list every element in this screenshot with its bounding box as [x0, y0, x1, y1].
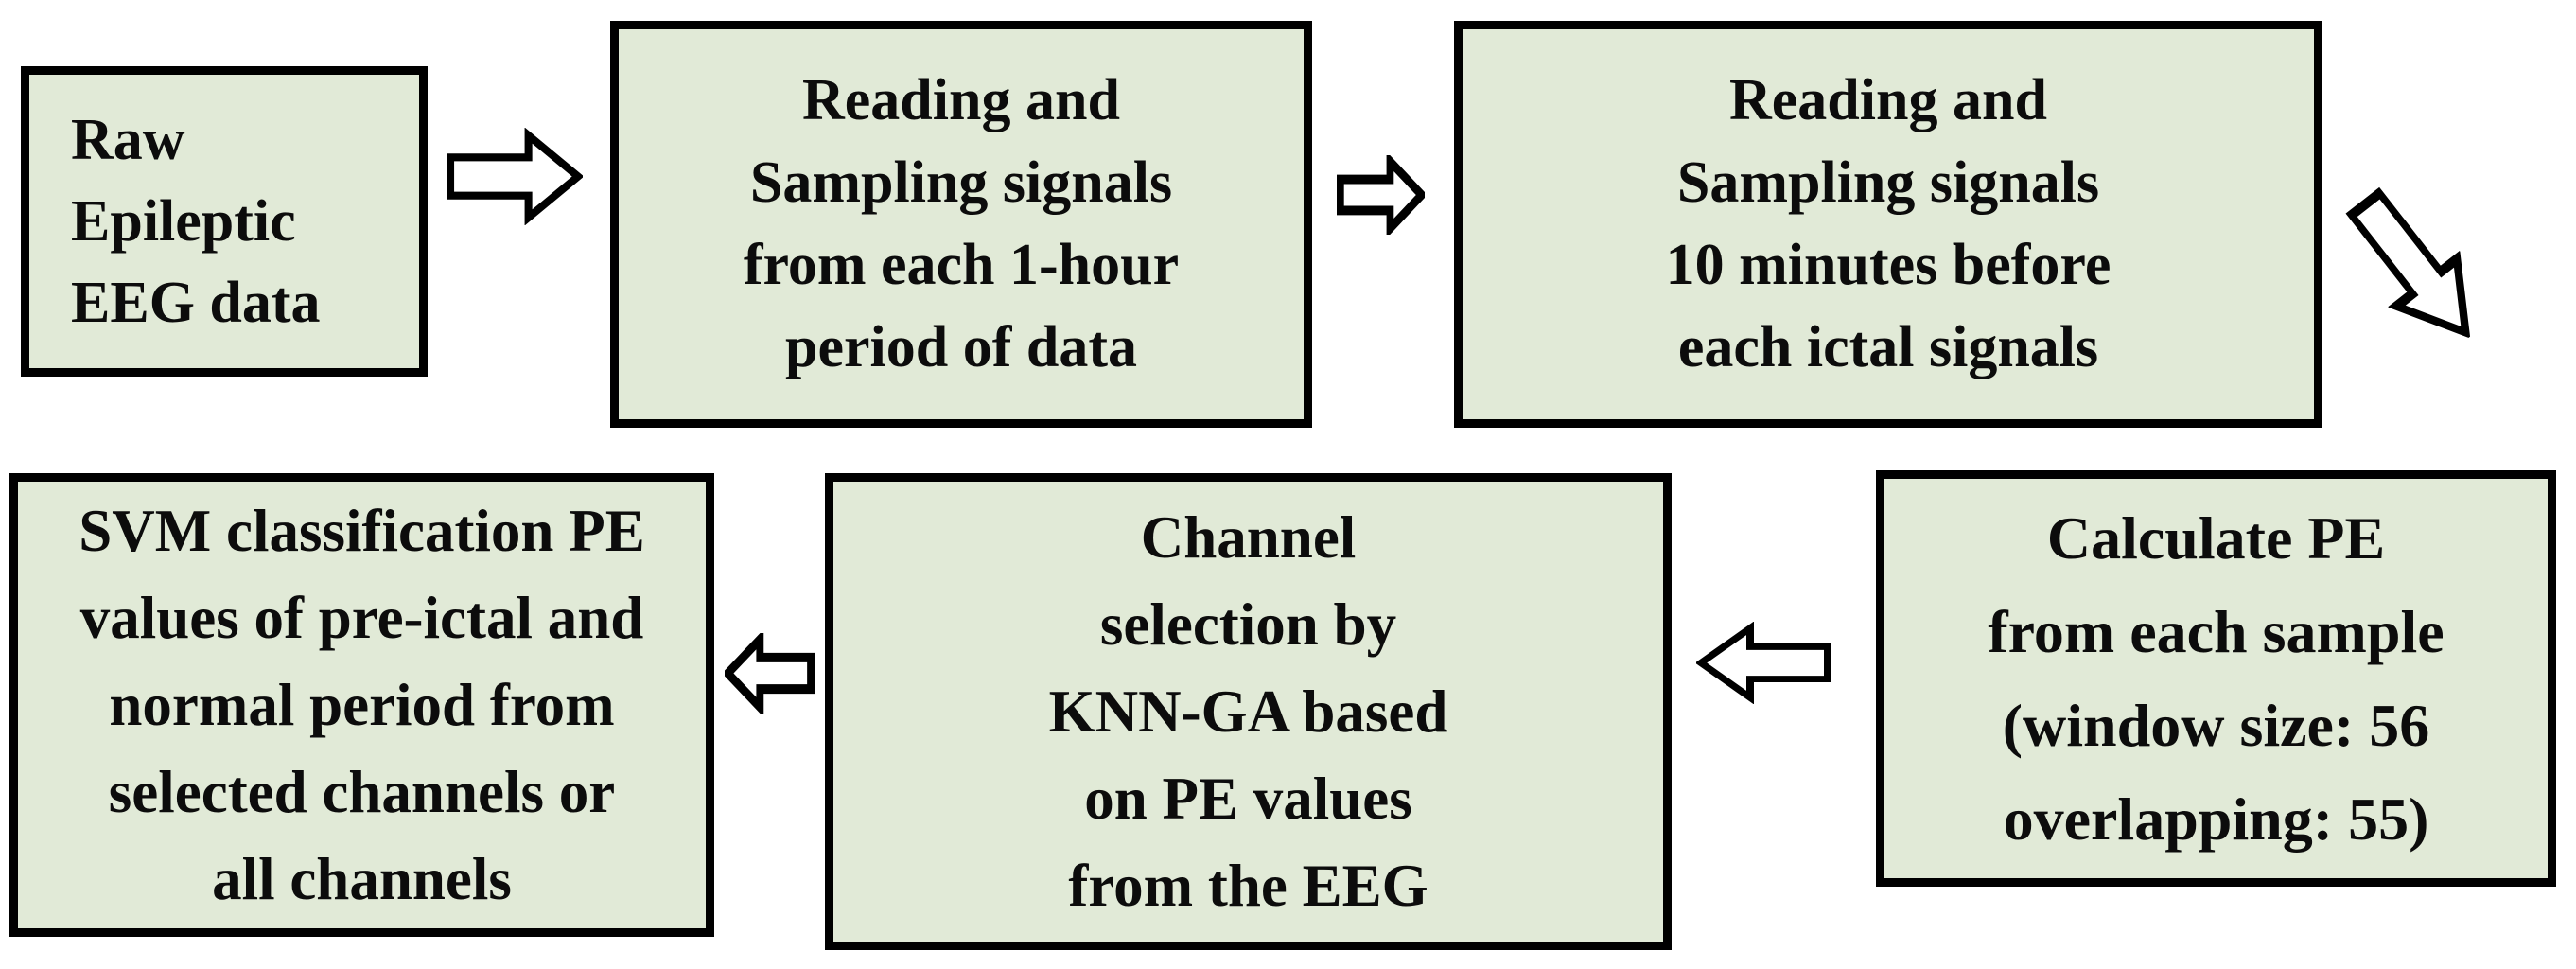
box-line: Calculate PE [2046, 504, 2386, 572]
arrow-left-icon [1696, 622, 1833, 704]
flow-box-channel-selection: Channel selection by KNN-GA based on PE … [825, 473, 1672, 950]
arrow-right-icon [1337, 155, 1425, 235]
box-line: 10 minutes before [1665, 233, 2112, 297]
box-line: EEG data [71, 271, 321, 335]
box-line: Sampling signals [1676, 150, 2100, 215]
flow-box-svm-classification: SVM classification PE values of pre-icta… [9, 473, 714, 937]
box-line: all channels [212, 846, 512, 912]
arrow-diagonal-down-right-icon [2325, 170, 2505, 365]
box-line: SVM classification PE [79, 498, 645, 564]
box-line: each ictal signals [1677, 315, 2099, 379]
box-line: period of data [785, 315, 1137, 379]
flow-box-raw-eeg-data: Raw Epileptic EEG data [21, 66, 428, 377]
flow-box-read-sample-10min: Reading and Sampling signals 10 minutes … [1454, 21, 2322, 428]
box-line: from each 1-hour [743, 233, 1180, 297]
box-line: Sampling signals [749, 150, 1173, 215]
flow-box-calculate-pe: Calculate PE from each sample (window si… [1876, 470, 2556, 887]
box-line: (window size: 56 [2002, 692, 2430, 759]
box-line: Reading and [802, 68, 1120, 132]
box-line: selected channels or [108, 759, 616, 825]
arrow-left-icon [725, 633, 815, 714]
box-line: values of pre-ictal and [79, 585, 644, 651]
box-line: Epileptic [71, 189, 296, 254]
box-line: selection by [1099, 591, 1397, 658]
box-line: Channel [1140, 504, 1357, 571]
box-line: from the EEG [1068, 853, 1428, 919]
box-line: KNN-GA based [1048, 678, 1448, 745]
box-line: Reading and [1729, 68, 2047, 132]
box-line: from each sample [1988, 598, 2445, 665]
box-line: on PE values [1084, 766, 1412, 832]
box-line: Raw [71, 108, 185, 172]
box-line: normal period from [109, 672, 615, 738]
flow-box-read-sample-1hour: Reading and Sampling signals from each 1… [610, 21, 1312, 428]
box-line: overlapping: 55) [2003, 785, 2429, 853]
arrow-right-icon [445, 128, 583, 225]
